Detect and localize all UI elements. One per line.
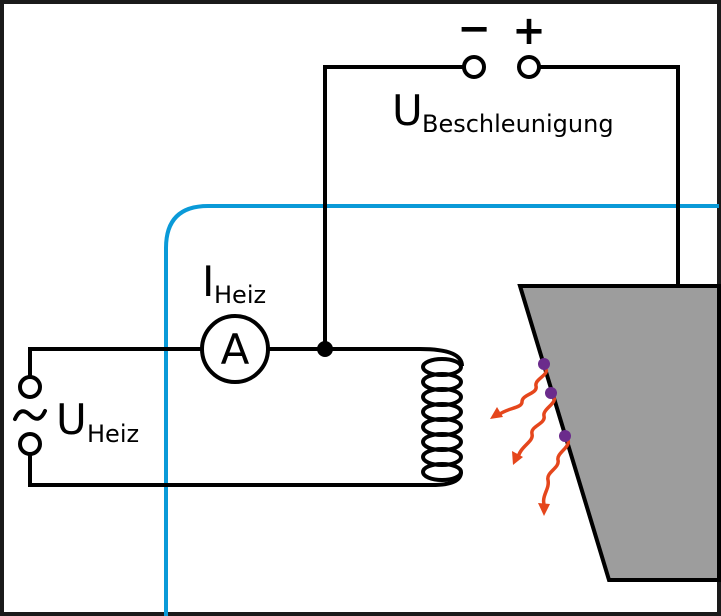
- ammeter: [200, 314, 270, 384]
- accel-voltage-subscript: Beschleunigung: [422, 110, 614, 138]
- heat-current-symbol: I: [202, 257, 214, 306]
- filament-coil: [419, 347, 464, 487]
- radiation-arrowheads: [490, 407, 550, 516]
- heat-voltage-label: U Heiz: [56, 395, 139, 448]
- heat-wire-top-left: [28, 347, 202, 377]
- vacuum-tube-outline: [164, 204, 719, 616]
- accel-wire-right: [539, 65, 680, 286]
- heat-terminal-bottom: [18, 432, 42, 456]
- radiation-arrowhead-3: [538, 503, 550, 516]
- heat-voltage-symbol: U: [56, 395, 87, 444]
- plus-sign-label: +: [512, 8, 546, 54]
- radiation-ray-2: [516, 392, 556, 460]
- anode-block: [517, 284, 721, 582]
- radiation-arrowhead-2: [512, 451, 523, 465]
- heat-current-label: I Heiz: [202, 257, 266, 309]
- heat-voltage-subscript: Heiz: [87, 420, 139, 448]
- radiation-ray-1: [498, 364, 549, 416]
- accel-terminal-plus: [517, 55, 541, 79]
- heat-current-subscript: Heiz: [214, 281, 266, 309]
- radiation-ray-3: [541, 435, 570, 510]
- accel-voltage-symbol: U: [392, 86, 423, 135]
- electron-impact-1: [538, 358, 550, 370]
- heat-wire-bottom: [28, 455, 432, 487]
- accel-wire-left: [323, 65, 464, 349]
- heat-terminal-top: [18, 375, 42, 399]
- electron-impact-2: [545, 387, 557, 399]
- minus-sign-label: −: [457, 6, 491, 52]
- junction-dot: [317, 341, 333, 357]
- ac-tilde: [13, 409, 47, 421]
- electron-impact-3: [559, 430, 571, 442]
- ammeter-letter: A: [221, 325, 250, 374]
- accel-terminal-minus: [462, 55, 486, 79]
- radiation-arrowhead-1: [490, 407, 503, 419]
- accel-voltage-label: U Beschleunigung: [392, 86, 614, 138]
- radiation-rays: [498, 364, 570, 510]
